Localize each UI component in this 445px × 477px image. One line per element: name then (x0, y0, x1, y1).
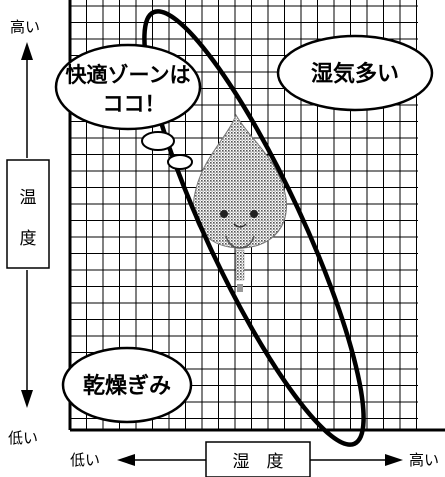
temperature-low-label: 低い (8, 429, 38, 447)
arrow-right-icon (385, 454, 403, 466)
comfort-zone-bubble: 快適ゾーンは ココ！ (54, 43, 202, 170)
temperature-high-label: 高い (10, 18, 40, 36)
temperature-axis-label-bottom: 度 (20, 229, 37, 249)
dry-label: 乾燥ぎみ (83, 373, 171, 399)
arrow-up-icon (21, 42, 33, 60)
temperature-axis-label-box (6, 159, 50, 269)
water-drop-mascot-icon (193, 113, 287, 292)
comfort-zone-ellipse (142, 9, 366, 447)
arrow-down-icon (21, 390, 33, 408)
humid-label: 湿気多い (311, 61, 399, 87)
dry-bubble: 乾燥ぎみ (61, 346, 193, 424)
temperature-axis-label-top: 温 (20, 188, 37, 208)
humidity-low-label: 低い (70, 451, 100, 469)
arrow-left-icon (117, 454, 135, 466)
humidity-axis-label: 湿 度 (233, 452, 284, 472)
humid-bubble: 湿気多い (276, 34, 434, 112)
humidity-axis-label-box (205, 441, 311, 477)
humidity-high-label: 高い (409, 451, 439, 469)
comfort-zone-label-line2: ココ！ (103, 92, 166, 116)
comfort-zone-label-line1: 快適ゾーンは (66, 63, 191, 87)
